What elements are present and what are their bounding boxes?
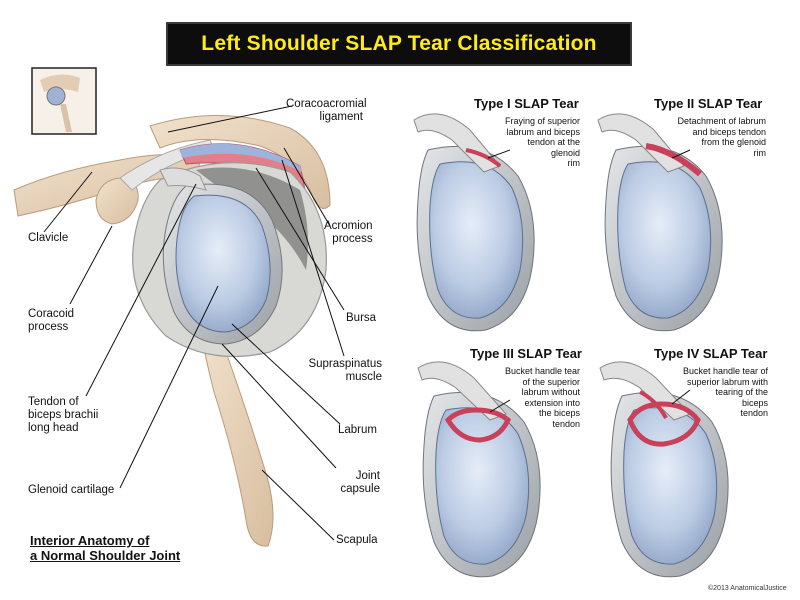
glenoid-cartilage-shape: [175, 194, 271, 333]
subtitle-line: Interior Anatomy of: [30, 533, 150, 548]
type2-description: Detachment of labrum and biceps tendon f…: [672, 116, 766, 158]
label-acromion-process: Acromion process: [324, 220, 373, 246]
type1-glenoid-illustration: [413, 113, 535, 332]
type3-glenoid-illustration: [417, 361, 541, 578]
label-line: Acromion: [324, 220, 373, 232]
label-biceps-tendon: Tendon of biceps brachii long head: [28, 396, 98, 435]
label-scapula: Scapula: [336, 534, 378, 546]
label-line: process: [332, 233, 373, 245]
desc-line: superior labrum with: [686, 376, 768, 387]
label-line: biceps brachii: [28, 409, 99, 421]
label-line: Coracoid: [28, 308, 75, 320]
label-supraspinatus-muscle: Supraspinatus muscle: [306, 358, 382, 384]
label-line: muscle: [345, 371, 382, 383]
scapula-bone: [199, 328, 274, 547]
type1-description: Fraying of superior labrum and biceps te…: [490, 116, 580, 169]
type4-description: Bucket handle tear of superior labrum wi…: [670, 366, 768, 419]
desc-line: from the glenoid: [701, 137, 766, 147]
type4-glenoid-illustration: [599, 361, 729, 578]
label-coracoacromial-ligament: Coracoacromial ligament: [286, 98, 367, 124]
desc-line: tendon: [552, 418, 580, 429]
desc-line: biceps: [741, 397, 768, 408]
desc-line: tendon: [740, 408, 768, 418]
supraspinatus-shape: [196, 167, 308, 270]
type4-title: Type IV SLAP Tear: [654, 346, 768, 361]
desc-line: extension into: [524, 397, 580, 408]
desc-line: the biceps: [538, 408, 580, 418]
coracoid-bone: [95, 177, 139, 225]
leader-lines: [43, 105, 345, 541]
desc-line: and biceps tendon: [692, 126, 766, 137]
subtitle-line: a Normal Shoulder Joint: [30, 548, 181, 563]
inset-shoulder-thumbnail: [31, 67, 97, 135]
desc-line: Bucket handle tear of: [682, 366, 768, 376]
desc-line: glenoid: [550, 147, 580, 158]
desc-line: labrum and biceps: [506, 126, 580, 137]
label-bursa: Bursa: [346, 312, 377, 324]
desc-line: of the superior: [522, 376, 580, 387]
label-labrum: Labrum: [338, 424, 377, 436]
desc-line: Detachment of labrum: [677, 116, 766, 126]
label-line: Supraspinatus: [308, 358, 382, 370]
copyright-notice: ©2013 AnatomicalJustice: [708, 585, 787, 592]
label-line: Tendon of: [28, 396, 79, 408]
type3-description: Bucket handle tear of the superior labru…: [492, 366, 580, 429]
label-line: Coracoacromial: [286, 98, 367, 110]
type1-title: Type I SLAP Tear: [474, 96, 579, 111]
desc-line: Fraying of superior: [504, 116, 580, 126]
biceps-tendon-shape: [159, 167, 207, 191]
label-line: long head: [28, 422, 79, 434]
desc-line: tearing of the: [715, 387, 768, 397]
title-banner: Left Shoulder SLAP Tear Classification: [166, 22, 632, 66]
main-figure-subtitle: Interior Anatomy of a Normal Shoulder Jo…: [30, 533, 180, 563]
label-clavicle: Clavicle: [28, 232, 69, 244]
type2-title: Type II SLAP Tear: [654, 96, 763, 111]
desc-line: rim: [567, 158, 581, 168]
label-line: capsule: [340, 483, 380, 495]
label-line: Joint: [355, 470, 380, 482]
label-joint-capsule: Joint capsule: [316, 470, 380, 496]
label-coracoid-process: Coracoid process: [28, 308, 74, 334]
diagram-title: Left Shoulder SLAP Tear Classification: [201, 32, 597, 55]
desc-line: Bucket handle tear: [504, 366, 580, 376]
label-glenoid-cartilage: Glenoid cartilage: [28, 484, 115, 496]
label-line: process: [28, 321, 69, 333]
type3-title: Type III SLAP Tear: [470, 346, 582, 361]
acromion-bone: [149, 114, 331, 210]
desc-line: rim: [753, 147, 767, 158]
label-line: ligament: [319, 111, 363, 123]
type2-glenoid-illustration: [597, 113, 723, 332]
desc-line: tendon at the: [527, 137, 580, 147]
desc-line: labrum without: [521, 387, 580, 397]
